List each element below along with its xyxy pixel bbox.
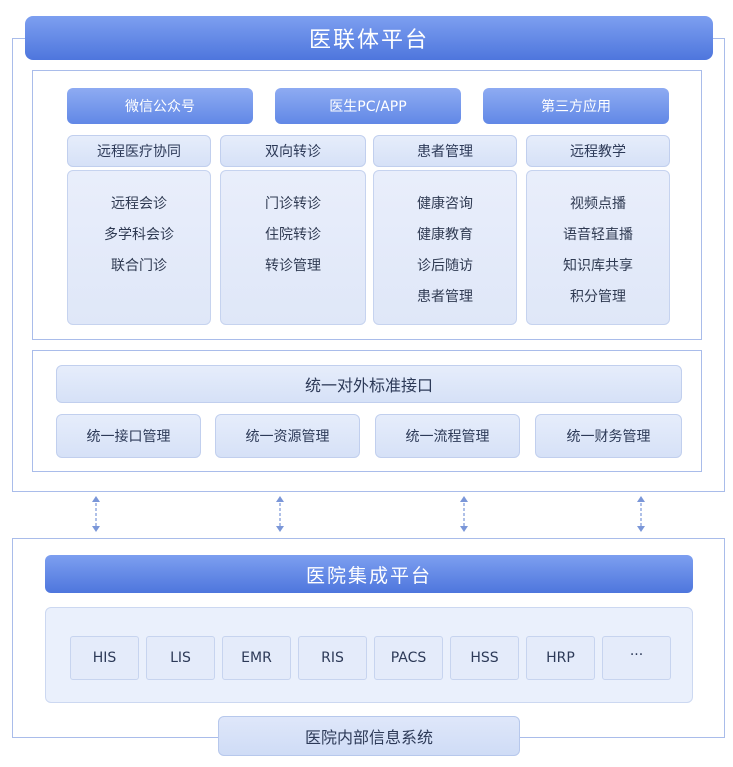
module-header-label: 远程教学	[570, 144, 626, 160]
internal-system-label: 医院内部信息系统	[304, 728, 433, 747]
interface-item-process: 统一流程管理	[375, 414, 520, 458]
channel-doctor-app: 医生PC/APP	[275, 88, 461, 124]
module-item: 联合门诊	[111, 258, 167, 274]
module-header-label: 双向转诊	[265, 144, 321, 160]
system-hss: HSS	[450, 636, 519, 680]
module-item: 多学科会诊	[104, 227, 174, 243]
hospital-title: 医院集成平台	[305, 564, 432, 587]
platform-title-bar: 医联体平台	[25, 16, 713, 60]
module-item: 诊后随访	[417, 258, 473, 274]
module-header-remote-medical: 远程医疗协同	[67, 135, 211, 167]
module-item: 健康咨询	[417, 196, 473, 212]
system-label: HIS	[92, 650, 117, 666]
interface-item-api: 统一接口管理	[56, 414, 201, 458]
module-body-referral: 门诊转诊 住院转诊 转诊管理	[220, 170, 366, 325]
connector-arrow-icon	[276, 496, 284, 532]
connector-arrow-icon	[637, 496, 645, 532]
module-body-teaching: 视频点播 语音轻直播 知识库共享 积分管理	[526, 170, 670, 325]
module-item: 知识库共享	[563, 258, 633, 274]
systems-panel	[45, 607, 693, 703]
platform-title: 医联体平台	[308, 28, 429, 53]
interface-title: 统一对外标准接口	[304, 376, 433, 395]
system-label: ···	[629, 647, 644, 663]
interface-item-label: 统一接口管理	[86, 429, 171, 445]
system-ris: RIS	[298, 636, 367, 680]
module-header-teaching: 远程教学	[526, 135, 670, 167]
module-header-referral: 双向转诊	[220, 135, 366, 167]
module-item: 患者管理	[417, 289, 473, 305]
internal-system-label-box: 医院内部信息系统	[218, 716, 520, 756]
module-body-patient: 健康咨询 健康教育 诊后随访 患者管理	[373, 170, 517, 325]
system-emr: EMR	[222, 636, 291, 680]
interface-item-finance: 统一财务管理	[535, 414, 682, 458]
connector-arrow-icon	[460, 496, 468, 532]
system-his: HIS	[70, 636, 139, 680]
module-item: 远程会诊	[111, 196, 167, 212]
module-header-label: 患者管理	[417, 144, 473, 160]
channel-wechat: 微信公众号	[67, 88, 253, 124]
channel-label: 微信公众号	[125, 99, 195, 115]
channel-label: 第三方应用	[541, 99, 611, 115]
module-item: 健康教育	[417, 227, 473, 243]
interface-title-bar: 统一对外标准接口	[56, 365, 682, 403]
module-header-patient: 患者管理	[373, 135, 517, 167]
module-item: 门诊转诊	[265, 196, 321, 212]
module-item: 住院转诊	[265, 227, 321, 243]
connector-arrow-icon	[92, 496, 100, 532]
system-label: HSS	[470, 650, 499, 666]
system-more: ···	[602, 636, 671, 680]
module-header-label: 远程医疗协同	[97, 144, 181, 160]
module-item: 转诊管理	[265, 258, 321, 274]
interface-item-label: 统一流程管理	[405, 429, 490, 445]
system-label: HRP	[546, 650, 575, 666]
interface-item-label: 统一资源管理	[245, 429, 330, 445]
hospital-title-bar: 医院集成平台	[45, 555, 693, 593]
system-hrp: HRP	[526, 636, 595, 680]
module-body-remote-medical: 远程会诊 多学科会诊 联合门诊	[67, 170, 211, 325]
module-item: 积分管理	[570, 289, 626, 305]
system-label: PACS	[390, 650, 427, 666]
system-pacs: PACS	[374, 636, 443, 680]
system-label: LIS	[170, 650, 191, 666]
system-lis: LIS	[146, 636, 215, 680]
system-label: RIS	[321, 650, 344, 666]
interface-item-resource: 统一资源管理	[215, 414, 360, 458]
module-item: 视频点播	[570, 196, 626, 212]
interface-item-label: 统一财务管理	[566, 429, 651, 445]
channel-third-party: 第三方应用	[483, 88, 669, 124]
channel-label: 医生PC/APP	[329, 99, 407, 115]
module-item: 语音轻直播	[563, 227, 633, 243]
system-label: EMR	[241, 650, 272, 666]
